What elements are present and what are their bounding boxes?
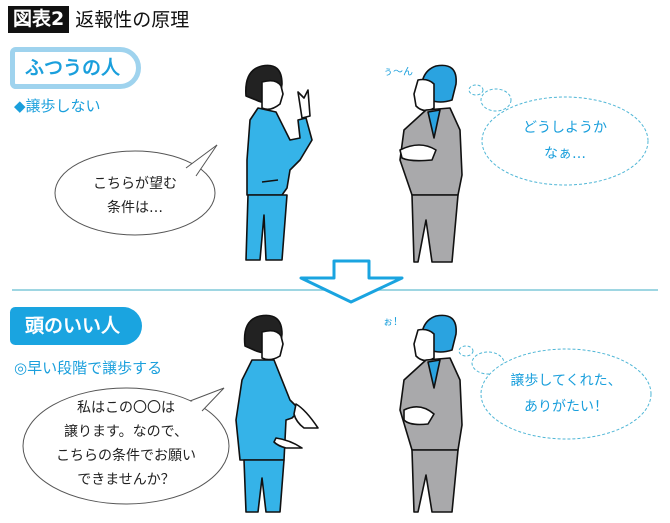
man-blue-bottom xyxy=(235,314,319,513)
figure-name: 返報性の原理 xyxy=(75,8,190,31)
panel-label-ordinary: ふつうの人 xyxy=(10,47,142,89)
figure-badge: 図表2 xyxy=(8,6,70,33)
speech-text-bottom: 私はこの〇〇は 譲ります。なので、 こちらの条件でお願い できませんか？ xyxy=(56,400,196,488)
man-gray-bottom xyxy=(399,314,463,513)
thought-text-bottom: 譲歩してくれた、 ありがたい！ xyxy=(510,373,622,415)
thought-bubble-top xyxy=(468,84,649,186)
man-gray-top xyxy=(399,64,463,263)
sfx-oh: ぉ！ xyxy=(383,317,403,328)
panel-subtitle-smart: ◎早い段階で譲歩する xyxy=(14,359,163,377)
speech-bubble-top xyxy=(54,144,218,236)
figure-title: 図表2 返報性の原理 xyxy=(8,6,189,33)
man-blue-top xyxy=(245,64,313,261)
speech-text-top: こちらが望む 条件は… xyxy=(93,176,177,216)
panel-subtitle-ordinary: ◆譲歩しない xyxy=(14,97,101,115)
panel-label-smart: 頭のいい人 xyxy=(10,307,143,345)
sfx-hmm: ぅ〜ん xyxy=(383,67,413,78)
thought-bubble-bottom xyxy=(458,345,652,440)
down-arrow-icon xyxy=(299,259,404,304)
thought-text-top: どうしようか なぁ… xyxy=(523,120,607,162)
speech-bubble-bottom xyxy=(22,387,230,505)
